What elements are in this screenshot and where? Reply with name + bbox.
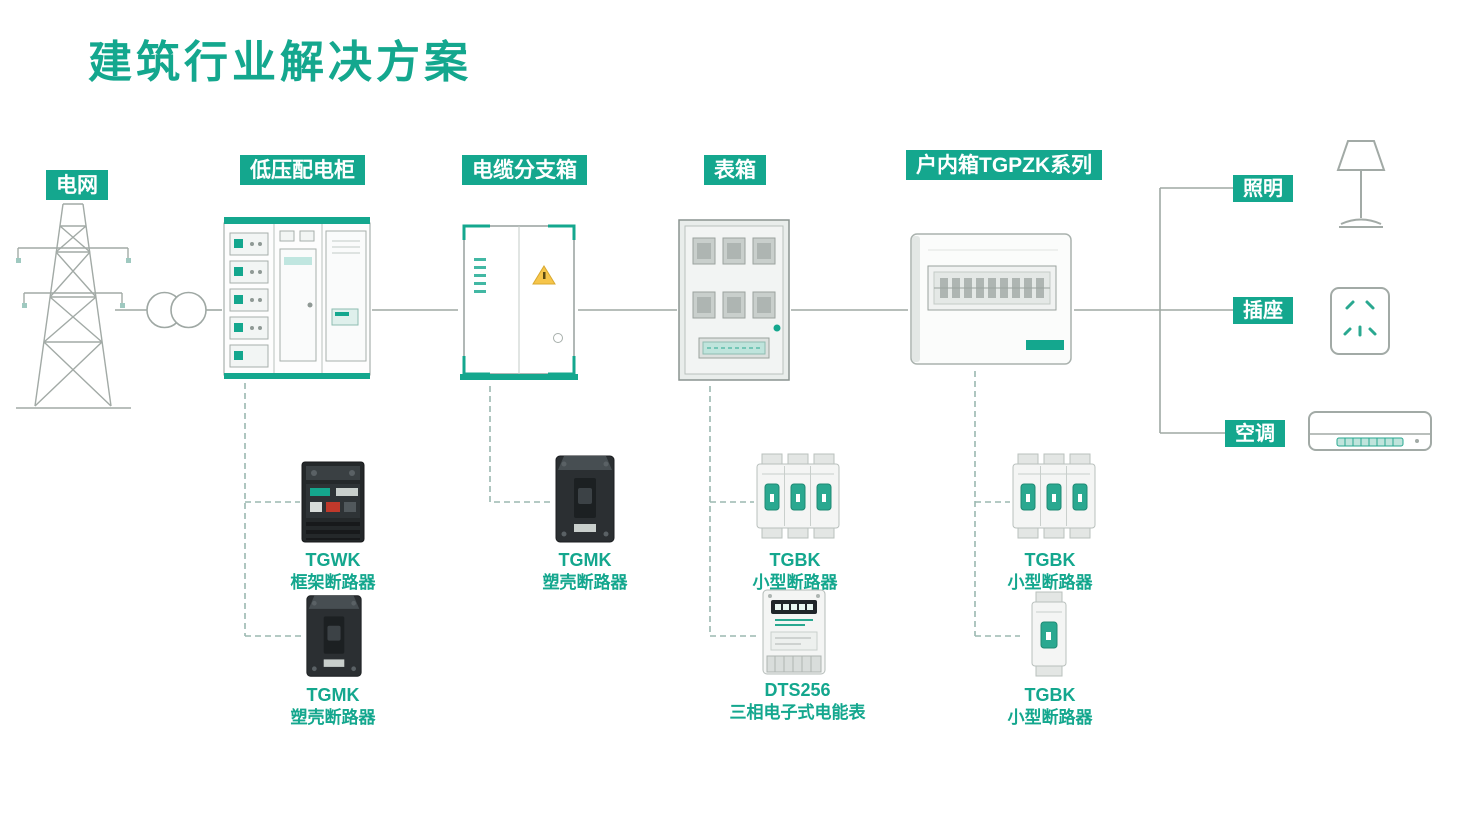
grid-label: 电网	[46, 170, 108, 200]
energy-meter-image	[757, 588, 831, 685]
transformer-circles-icon	[170, 291, 207, 329]
load-label-air-conditioner: 空调	[1225, 420, 1285, 447]
miniature-breaker-3p-image	[1010, 450, 1098, 547]
product-name: 三相电子式电能表	[729, 702, 866, 722]
desk-lamp-icon	[1328, 138, 1394, 237]
molded-case-breaker-image	[552, 452, 618, 551]
product-model: TGMK	[306, 685, 360, 705]
product-label-tgwk: TGWK 框架断路器	[268, 549, 398, 594]
molded-case-breaker-image	[301, 592, 367, 685]
product-name: 塑壳断路器	[542, 572, 628, 592]
wall-socket-icon	[1329, 286, 1391, 361]
miniature-breaker-3p-image	[754, 450, 842, 547]
product-name: 框架断路器	[290, 572, 376, 592]
load-label-lighting: 照明	[1233, 175, 1293, 202]
product-name: 塑壳断路器	[290, 707, 376, 727]
product-label-dts256: DTS256 三相电子式电能表	[715, 679, 880, 724]
page-title: 建筑行业解决方案	[88, 38, 472, 87]
lv-switchgear-cabinet-icon	[222, 213, 372, 390]
product-model: DTS256	[764, 680, 831, 700]
load-label-socket: 插座	[1233, 297, 1293, 324]
product-name: 小型断路器	[1007, 707, 1093, 727]
product-label-tgbk-3: TGBK 小型断路器	[985, 684, 1115, 729]
transformer-circles-icon	[146, 291, 183, 329]
station-label-meter-box: 表箱	[704, 155, 766, 185]
product-model: TGBK	[769, 550, 821, 570]
product-name: 小型断路器	[752, 572, 838, 592]
product-label-tgbk-2: TGBK 小型断路器	[985, 549, 1115, 594]
station-label-indoor-box: 户内箱TGPZK系列	[906, 150, 1103, 180]
transmission-tower-icon	[16, 198, 131, 415]
frame-circuit-breaker-image	[300, 458, 366, 551]
product-model: TGBK	[1024, 685, 1076, 705]
product-model: TGWK	[305, 550, 361, 570]
miniature-breaker-1p-image	[1020, 588, 1078, 685]
product-name: 小型断路器	[1007, 572, 1093, 592]
meter-box-icon	[677, 218, 791, 389]
brand-logo-strip	[1026, 340, 1064, 350]
indoor-distribution-box-icon	[908, 228, 1074, 375]
station-label-cable-branch-box: 电缆分支箱	[462, 155, 587, 185]
product-label-tgmk-1: TGMK 塑壳断路器	[268, 684, 398, 729]
station-label-lv-cabinet: 低压配电柜	[240, 155, 365, 185]
product-label-tgmk-2: TGMK 塑壳断路器	[520, 549, 650, 594]
air-conditioner-icon	[1307, 408, 1433, 459]
product-model: TGMK	[558, 550, 612, 570]
cable-branch-box-icon	[458, 218, 580, 391]
product-model: TGBK	[1024, 550, 1076, 570]
product-label-tgbk-1: TGBK 小型断路器	[730, 549, 860, 594]
